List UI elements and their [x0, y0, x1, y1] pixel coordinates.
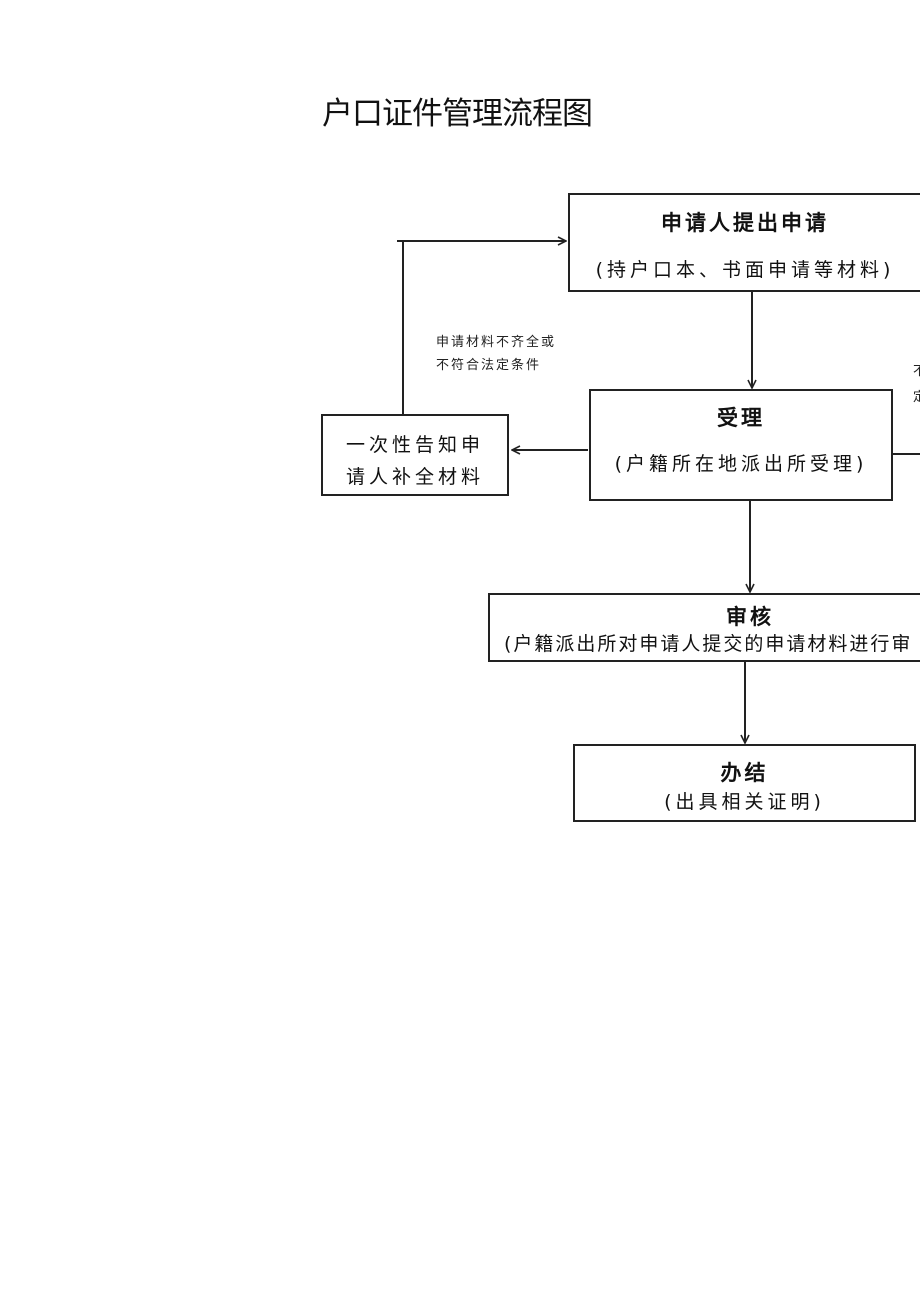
node-notify-line1: 一次性告知申: [345, 434, 484, 456]
node-apply: 申请人提出申请 (持户口本、书面申请等材料): [568, 193, 920, 292]
node-accept-title: 受理: [717, 406, 765, 430]
node-apply-sub: (持户口本、书面申请等材料): [595, 259, 895, 281]
node-finish-sub: (出具相关证明): [664, 791, 825, 813]
node-notify-line2: 请人补全材料: [345, 466, 484, 488]
node-finish: 办结 (出具相关证明): [573, 744, 916, 822]
note-incomplete-line1: 申请材料不齐全或: [436, 335, 557, 350]
node-review-title: 审核: [726, 605, 774, 629]
node-review-sub: (户籍派出所对申请人提交的申请材料进行审: [504, 633, 913, 655]
note-right-line2: 定: [913, 386, 920, 405]
node-apply-title: 申请人提出申请: [661, 211, 829, 235]
node-accept: 受理 (户籍所在地派出所受理): [589, 389, 893, 501]
node-review: 审核 (户籍派出所对申请人提交的申请材料进行审: [488, 593, 920, 662]
note-right-line1: 不: [913, 360, 920, 379]
note-incomplete-line2: 不符合法定条件: [436, 358, 542, 373]
node-notify: 一次性告知申 请人补全材料: [321, 414, 509, 496]
arrow-notify-to-apply: [402, 241, 566, 414]
node-finish-title: 办结: [720, 761, 769, 785]
node-accept-sub: (户籍所在地派出所受理): [614, 453, 868, 475]
page-title: 户口证件管理流程图: [322, 96, 593, 132]
